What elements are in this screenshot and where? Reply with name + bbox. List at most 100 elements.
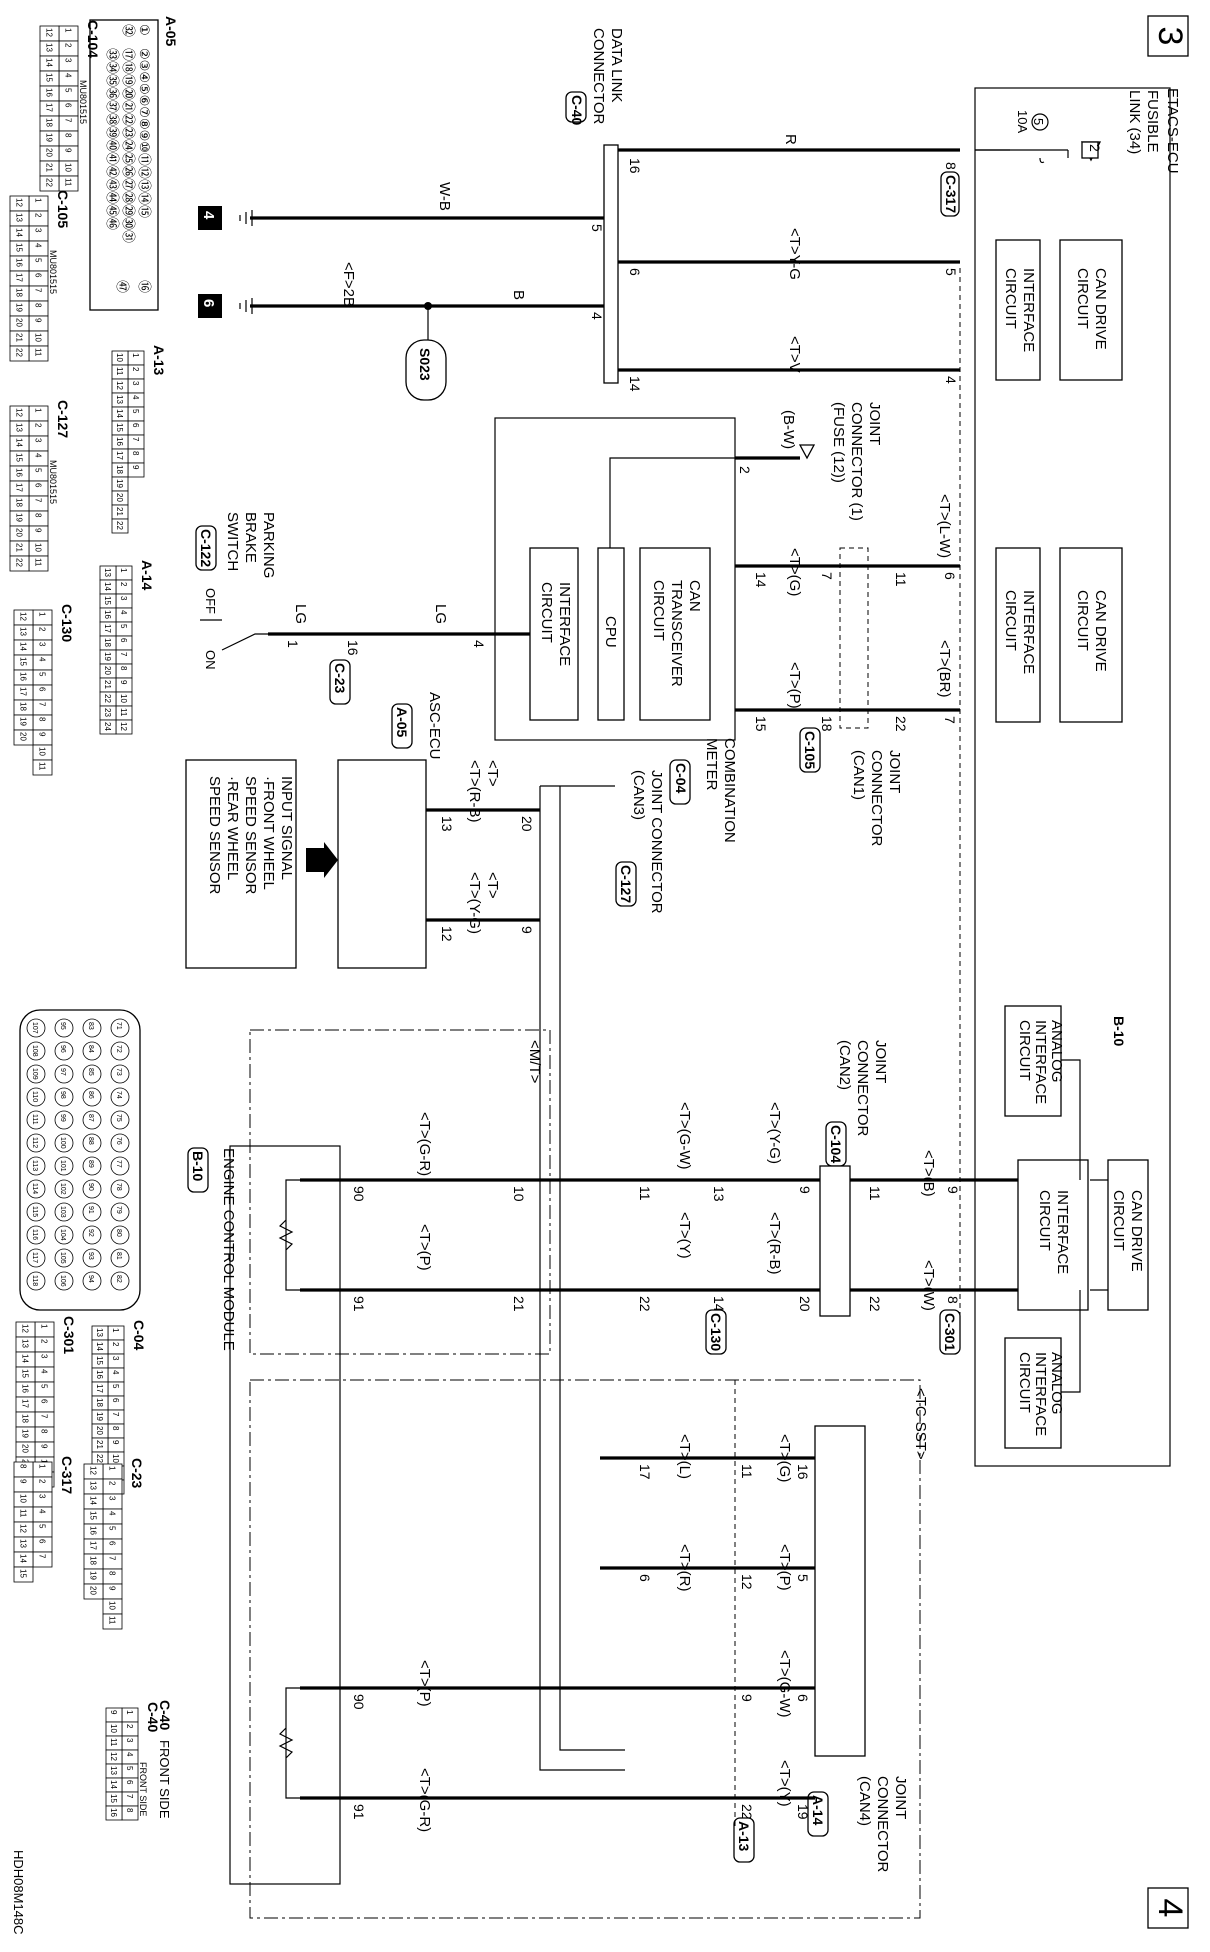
- face-c301-pin: 20: [21, 1444, 30, 1453]
- c23-tag-top: C-23: [332, 663, 348, 694]
- pin-7-can1: 7: [819, 572, 835, 580]
- face-a14-label: A-14: [139, 560, 155, 591]
- jc1-label-1: JOINT: [866, 402, 883, 445]
- face-c130-label: C-130: [59, 604, 75, 642]
- face-c23-pin: 6: [108, 1541, 117, 1546]
- face-c127-pin: 21: [15, 543, 24, 552]
- face-b10-pin-circle: [54, 1041, 74, 1061]
- face-a14-pin: 4: [119, 610, 128, 615]
- face-view-c105: C-105MU801515123456789101112131415161718…: [9, 190, 71, 362]
- face-c40-pin: 12: [109, 1752, 118, 1761]
- parking-brake-label-2: BRAKE: [242, 512, 259, 563]
- a13-tag-box: [733, 1817, 755, 1863]
- c105-tag: C-105: [802, 731, 818, 769]
- face-c40-pin: 13: [109, 1766, 118, 1775]
- face-c105-note: MU801515: [48, 250, 58, 294]
- face-b10-pin: 102: [59, 1183, 66, 1195]
- face-c301-pin: 16: [21, 1384, 30, 1393]
- parking-off: OFF: [203, 588, 218, 614]
- face-b10-pin: 117: [31, 1252, 38, 1263]
- face-a13-pin: 21: [115, 507, 124, 516]
- face-c23-pin: 10: [108, 1601, 117, 1610]
- analog-interface-top: [1004, 1005, 1062, 1117]
- face-b10-pin: 98: [59, 1091, 66, 1099]
- face-c23-pin: 16: [89, 1526, 98, 1535]
- face-c04-pin: 8: [111, 1426, 120, 1431]
- face-b10-pin: 100: [59, 1137, 66, 1149]
- face-c317-pin: 8: [19, 1464, 28, 1469]
- face-b10-pin-circle: [54, 1248, 74, 1268]
- face-c04-pin: 5: [111, 1384, 120, 1389]
- face-a13-pin: 18: [115, 465, 124, 474]
- input-signal-box: [185, 759, 297, 969]
- face-a13-pin: 15: [115, 423, 124, 432]
- tc-sst-outline: [249, 1379, 921, 1919]
- analog-b-label-2: INTERFACE: [1032, 1352, 1049, 1436]
- face-c105-pin: 12: [15, 198, 24, 207]
- face-b10-pin: 83: [87, 1022, 94, 1030]
- face-view-a05: A-05 ① ②③④⑤⑥⑦⑧⑨⑩⑪⑫⑬⑭⑮ ㉜ ⑰⑱⑲⑳㉑㉒㉓㉔㉕㉖㉗㉘㉙㉚㉛ …: [89, 16, 179, 311]
- pin-4: 4: [943, 376, 959, 384]
- can-drive-label-2: CIRCUIT: [1074, 268, 1091, 329]
- fusible-link-terminal-box: [1081, 141, 1099, 159]
- pin-22-tc: 22: [739, 1804, 755, 1820]
- face-c301-pin: 19: [21, 1429, 30, 1438]
- face-c40-note: FRONT SIDE: [157, 1740, 172, 1819]
- wire-trb2-label: <T>(R-B): [766, 1212, 783, 1275]
- can-drive-circuit-mid: [1059, 547, 1123, 723]
- face-c127-pin: 6: [34, 483, 43, 488]
- jc-can1-label-3: (CAN1): [850, 750, 867, 800]
- face-c127-pin: 20: [15, 528, 24, 537]
- face-b10-pin-circle: [26, 1064, 46, 1084]
- face-c301-pin: 17: [21, 1399, 30, 1408]
- face-c130-pin: 20: [19, 732, 28, 741]
- face-c127-pin: 16: [15, 468, 24, 477]
- jc-can4-label-3: (CAN4): [856, 1776, 873, 1826]
- page-number-box-bottom: [1147, 1887, 1189, 1929]
- pin-11-can1: 11: [893, 572, 909, 587]
- face-c127-note: MU801515: [48, 460, 58, 504]
- face-c23-pin: 11: [108, 1616, 117, 1625]
- face-b10-pin: 108: [31, 1045, 38, 1057]
- face-b10-pin-circle: [110, 1041, 130, 1061]
- wire-trb-label: <T>(R-B): [466, 760, 483, 823]
- jc-can2-label-3: (CAN2): [836, 1040, 853, 1090]
- face-b10-pin-circle: [82, 1064, 102, 1084]
- face-view-c127: C-127MU801515123456789101112131415161718…: [9, 400, 71, 572]
- face-b10-pin: 116: [31, 1229, 38, 1240]
- face-c127-pin: 3: [34, 438, 43, 443]
- face-b10-pin: 101: [59, 1160, 66, 1172]
- analog-b-label-3: CIRCUIT: [1016, 1352, 1033, 1413]
- face-c23-pin: 14: [89, 1496, 98, 1505]
- face-c317-pin: 7: [38, 1554, 47, 1559]
- wire-tc-tg-label: <T>(G): [776, 1434, 793, 1482]
- pin-10-mt: 10: [511, 1186, 527, 1202]
- face-c104-label: C-104: [85, 20, 101, 58]
- face-b10-pin-circle: [82, 1202, 102, 1222]
- face-b10-pin-circle: [54, 1202, 74, 1222]
- face-a13-pin: 2: [131, 367, 140, 372]
- face-a14-pin: 10: [119, 694, 128, 703]
- face-b10-grid: 7172737475767778798081828384858687888990…: [26, 1018, 130, 1291]
- face-c104-pin: 13: [45, 43, 54, 52]
- face-b10-pin-circle: [26, 1087, 46, 1107]
- face-c317-pin: 14: [19, 1554, 28, 1563]
- face-b10-pin-circle: [110, 1018, 130, 1038]
- face-c104-pin: 14: [45, 58, 54, 67]
- jc-can1-label-2: CONNECTOR: [868, 750, 885, 847]
- face-b10-pin: 91: [87, 1206, 94, 1214]
- pin-6-tc2: 6: [795, 1694, 811, 1702]
- fuse-symbol: [1039, 150, 1069, 164]
- face-c317-pin: 12: [19, 1524, 28, 1533]
- combination-meter-label-1: COMBINATION: [721, 738, 738, 843]
- face-a14-pin: 8: [119, 666, 128, 671]
- face-b10-pin-circle: [26, 1179, 46, 1199]
- pin-22-can2: 22: [867, 1296, 883, 1312]
- can-drive-mid-label-2: CIRCUIT: [1074, 590, 1091, 651]
- face-a05-row1: ②③④⑤⑥⑦⑧⑨⑩⑪⑫⑬⑭⑮: [137, 48, 152, 218]
- face-b10-pin-circle: [26, 1156, 46, 1176]
- face-b10-pin-circle: [110, 1271, 130, 1291]
